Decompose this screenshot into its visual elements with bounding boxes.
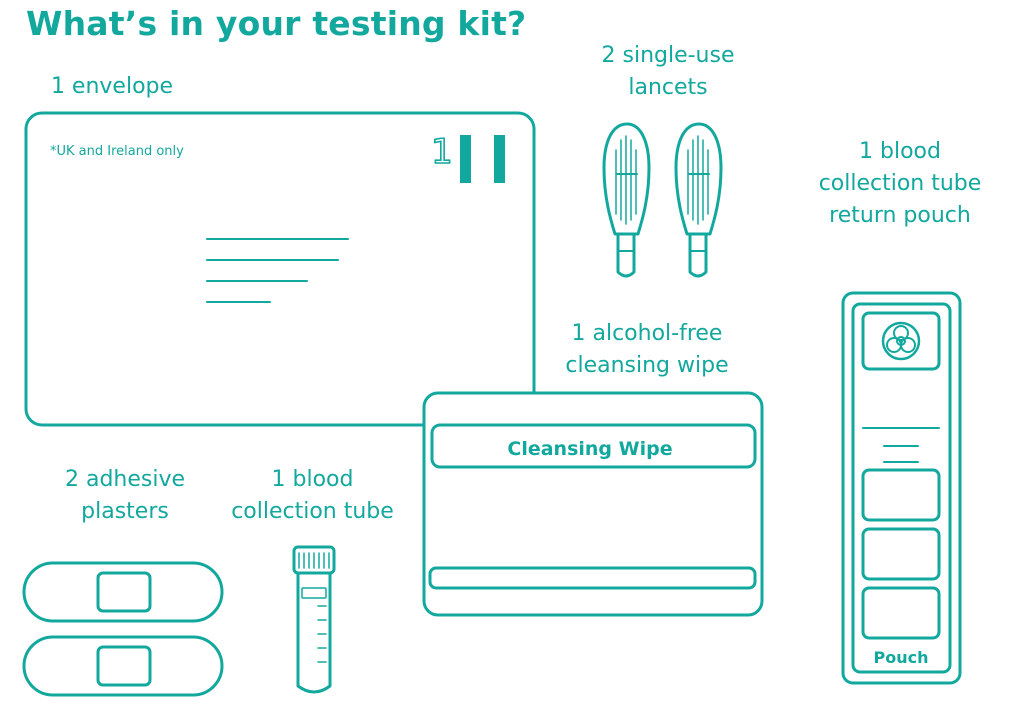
page-title: What’s in your testing kit? <box>26 4 527 43</box>
tube-label: 1 blood collection tube <box>231 467 394 524</box>
wipe-packet-text: Cleansing Wipe <box>507 438 672 460</box>
wipe-illustration <box>422 391 764 617</box>
envelope-label: 1 envelope <box>50 74 174 99</box>
return-pouch-illustration <box>841 291 962 685</box>
envelope-illustration <box>24 111 536 427</box>
envelope-note: *UK and Ireland only <box>50 144 184 159</box>
pouch-text: Pouch <box>874 648 929 667</box>
lancet-illustration <box>602 122 651 278</box>
envelope-bar <box>494 135 505 183</box>
biohazard-icon <box>881 321 921 361</box>
return-pouch-label: 1 blood collection tube return pouch <box>818 139 982 228</box>
envelope-bar <box>460 135 471 183</box>
wipe-label: 1 alcohol-free cleansing wipe <box>565 321 729 378</box>
envelope-stamp-number: 1 <box>431 132 453 172</box>
plasters-label: 2 adhesive plasters <box>64 467 186 524</box>
lancet-illustration <box>674 122 723 278</box>
tube-illustration <box>292 545 336 694</box>
lancets-label: 2 single-use lancets <box>601 43 735 100</box>
plaster-illustration <box>22 561 224 623</box>
plaster-illustration <box>22 635 224 697</box>
